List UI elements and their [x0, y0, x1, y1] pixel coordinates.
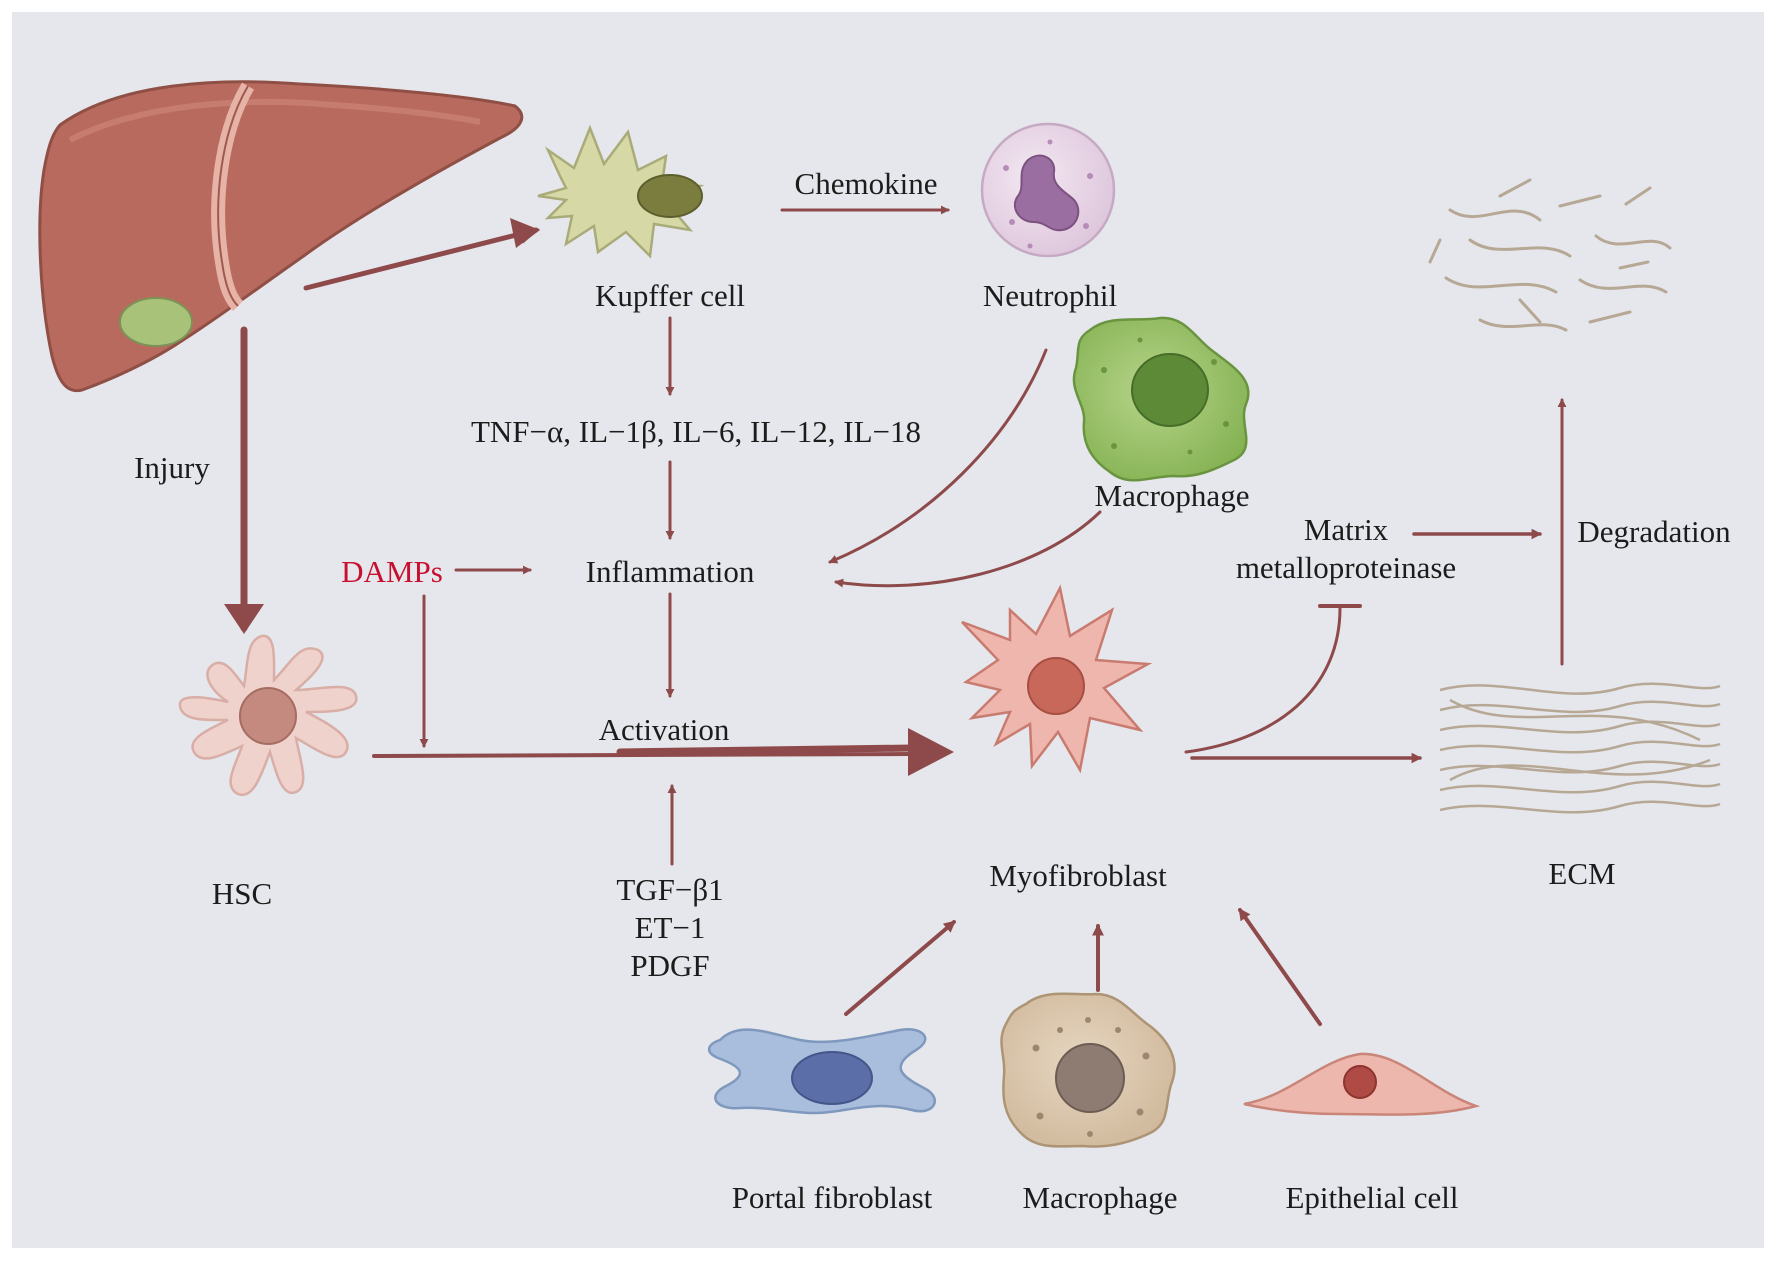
- ecm-fibers-icon: [1439, 682, 1721, 814]
- arrow-portal-to-myofibroblast: [844, 920, 956, 1016]
- label-activation: Activation: [599, 712, 730, 747]
- myofibroblast-icon: [961, 584, 1153, 774]
- arrowhead-injury: [224, 604, 264, 634]
- kupffer-cell-icon: [537, 124, 705, 259]
- label-damps: DAMPs: [341, 554, 443, 589]
- label-cytokines: TNF−α, IL−1β, IL−6, IL−12, IL−18: [471, 414, 921, 449]
- epithelial-cell-icon: [1243, 1052, 1481, 1116]
- label-portal-fibroblast: Portal fibroblast: [732, 1180, 933, 1215]
- inhibit-myofibroblast-to-mmp: [1184, 606, 1342, 754]
- label-myofibroblast: Myofibroblast: [989, 858, 1167, 893]
- label-mmp-line1: Matrix: [1304, 512, 1389, 547]
- label-kupffer-cell: Kupffer cell: [595, 278, 745, 313]
- label-chemokine: Chemokine: [795, 166, 938, 201]
- label-macrophage-bottom: Macrophage: [1023, 1180, 1178, 1215]
- neutrophil-icon: [980, 122, 1116, 258]
- label-inflammation: Inflammation: [586, 554, 755, 589]
- arrow-macrophage-to-inflammation: [834, 510, 1102, 588]
- label-factor-3: PDGF: [630, 948, 709, 983]
- arrow-neutrophil-to-inflammation: [828, 348, 1048, 564]
- label-hsc: HSC: [212, 876, 272, 911]
- arrow-epithelial-to-myofibroblast: [1238, 908, 1322, 1026]
- label-macrophage-top: Macrophage: [1095, 478, 1250, 513]
- label-factor-2: ET−1: [635, 910, 706, 945]
- macrophage-tan-icon: [1000, 992, 1176, 1148]
- liver-icon: [38, 80, 524, 393]
- hsc-icon: [178, 634, 358, 797]
- label-mmp-line2: metalloproteinase: [1236, 550, 1456, 585]
- label-factor-1: TGF−β1: [616, 872, 723, 907]
- degraded-ecm-icon: [1428, 178, 1672, 332]
- label-epithelial-cell: Epithelial cell: [1285, 1180, 1458, 1215]
- arrowhead-activation: [908, 728, 954, 776]
- label-neutrophil: Neutrophil: [983, 278, 1117, 313]
- macrophage-green-icon: [1072, 316, 1250, 482]
- portal-fibroblast-icon: [708, 1027, 936, 1115]
- label-degradation: Degradation: [1577, 514, 1731, 549]
- label-injury: Injury: [134, 450, 210, 485]
- arrowhead-liver-kupffer: [510, 218, 540, 248]
- arrow-liver-to-kupffer: [303, 224, 540, 291]
- label-ecm: ECM: [1548, 856, 1615, 891]
